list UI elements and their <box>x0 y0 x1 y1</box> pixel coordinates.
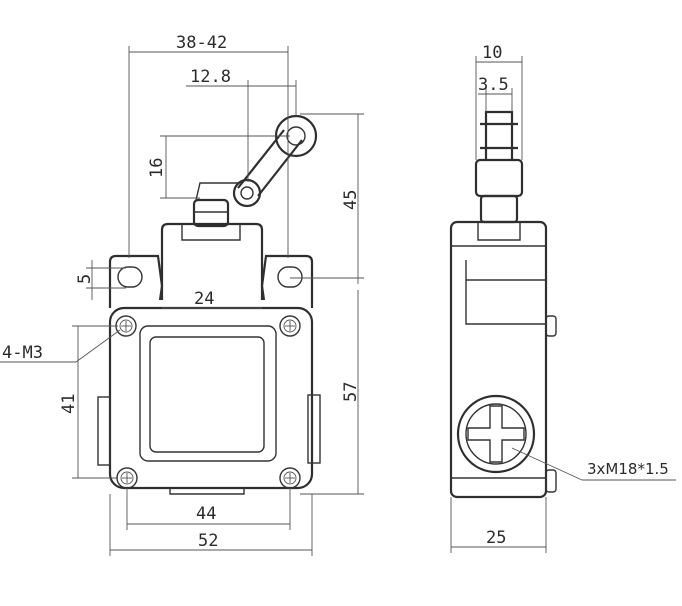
screw-bottom-right <box>279 467 301 489</box>
side-roller <box>480 110 518 160</box>
front-cover-outer <box>139 325 277 462</box>
dim-hole-vertical: 41 <box>59 394 79 414</box>
dim-hole-horizontal: 44 <box>196 504 216 524</box>
cable-gland-outer <box>456 394 536 474</box>
dim-mount-slot: 5 <box>75 274 95 284</box>
mount-flange <box>108 254 314 308</box>
front-view <box>97 114 321 495</box>
front-cover-inner <box>149 336 265 453</box>
dim-lever-offset: 12.8 <box>190 67 231 87</box>
dim-body-width: 52 <box>198 531 218 551</box>
dim-side-depth: 25 <box>486 528 506 548</box>
left-rib <box>97 396 111 466</box>
cable-gland-slot <box>467 405 525 463</box>
cable-gland-inner <box>465 403 527 465</box>
screw-bottom-left <box>116 467 138 489</box>
dim-side-roller: 3.5 <box>478 75 509 95</box>
right-slot <box>277 266 303 288</box>
side-upper-block <box>451 245 546 325</box>
dim-neck-width: 24 <box>194 289 214 309</box>
head-step <box>181 224 241 241</box>
dim-roller-height: 16 <box>147 158 167 178</box>
side-plunger <box>479 194 519 224</box>
side-dimension-lines <box>450 56 676 553</box>
dim-overall-width: 38-42 <box>176 33 227 53</box>
dim-body-height: 57 <box>341 382 361 402</box>
dim-thread-note: 4-M3 <box>2 343 43 363</box>
screw-top-left <box>115 315 137 337</box>
plunger <box>192 198 230 228</box>
bottom-notch <box>169 488 245 495</box>
switch-head <box>160 222 264 300</box>
lever-hub <box>232 178 262 208</box>
dim-side-top-width: 10 <box>482 43 502 63</box>
screw-top-right <box>279 315 301 337</box>
side-head <box>477 222 521 241</box>
side-view <box>449 110 557 499</box>
left-slot <box>117 266 143 288</box>
dim-lever-height: 45 <box>341 190 361 210</box>
dim-cable-entry: 3xM18*1.5 <box>587 460 669 478</box>
side-lever <box>474 158 524 198</box>
right-rib <box>307 394 321 464</box>
front-dimension-lines <box>0 46 364 556</box>
watermark-text: douqudiancan.co <box>540 587 652 602</box>
